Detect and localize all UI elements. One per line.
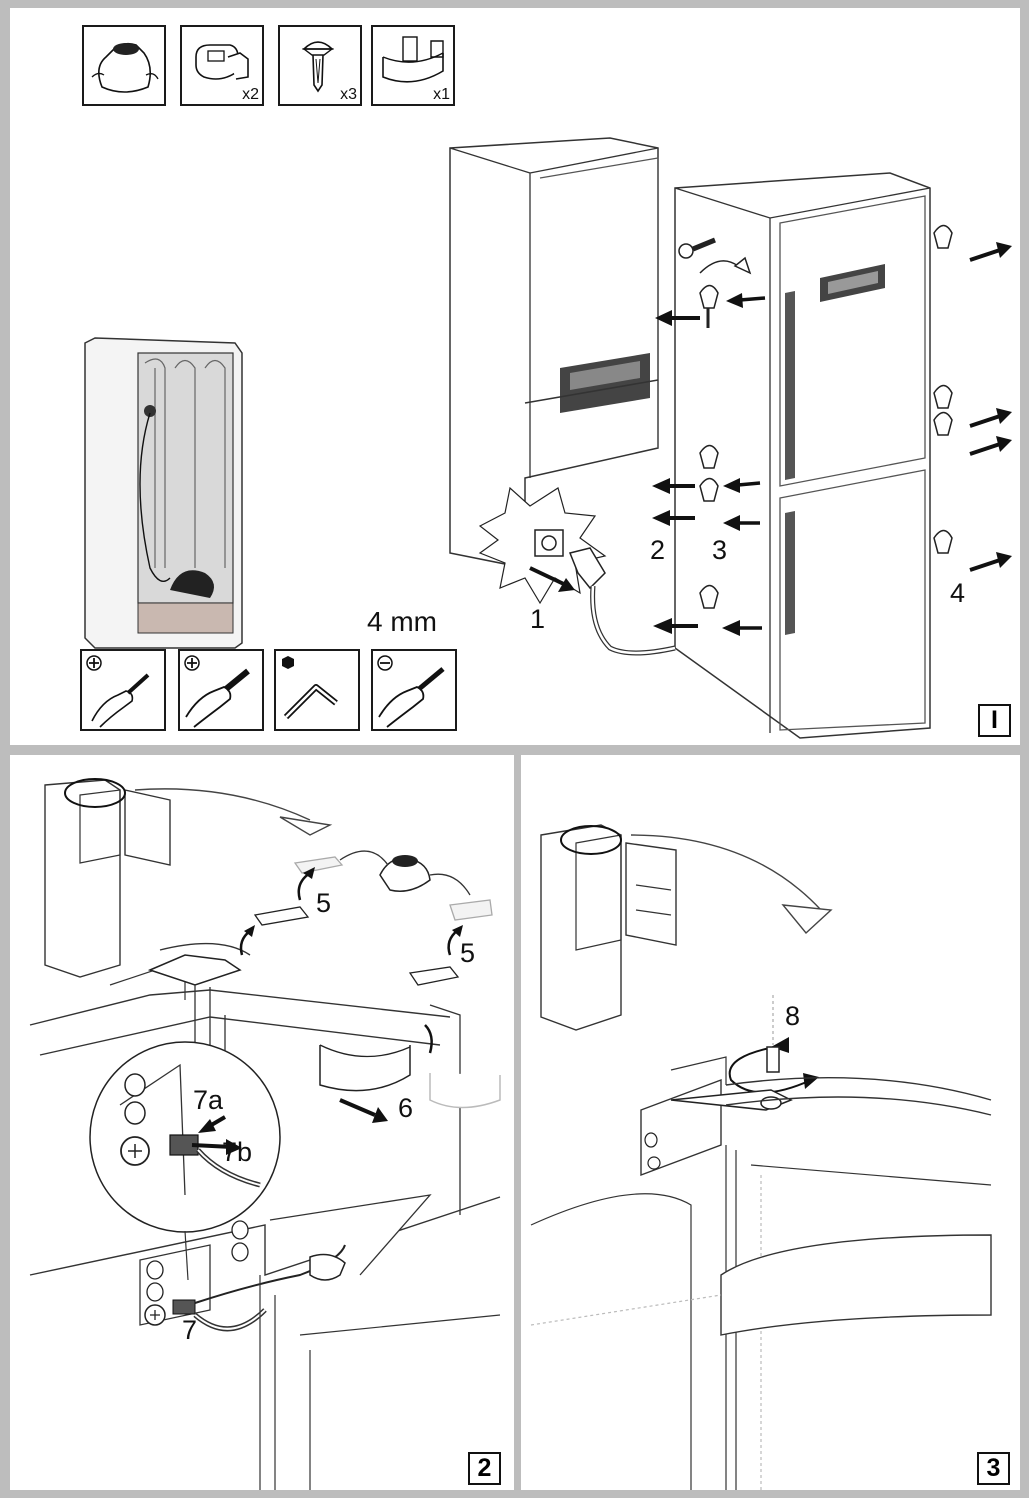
arrow-right-icon [969, 408, 1012, 428]
plug-bag-icon [91, 42, 159, 93]
screwdriver-icon [699, 444, 719, 502]
fridge-main [674, 172, 931, 739]
power-socket-unplug [478, 486, 676, 656]
panel-number: 2 [468, 1452, 501, 1485]
arrow-right-icon [969, 436, 1012, 456]
tool-box-hex-key [274, 649, 360, 731]
step-label-3: 3 [712, 535, 728, 565]
arrow-left-icon [723, 478, 761, 493]
panel-door-removal: x2 x3 x1 4 mm [10, 8, 1020, 745]
door-stop-bracket-icon [382, 36, 444, 83]
arrow-left-icon [722, 620, 762, 636]
step-label-4: 4 [950, 578, 966, 608]
screwdriver-icon [699, 584, 719, 609]
tool-box-phillips-large [178, 649, 264, 731]
screw-icon [678, 237, 716, 259]
flat-screwdriver-icon [377, 655, 445, 728]
fridge-thumbnail [44, 778, 333, 978]
step-label-7b: 7b [222, 1137, 253, 1167]
arrow-icon [239, 867, 463, 1123]
step-label-5a: 5 [316, 888, 332, 918]
arrow-left-icon [723, 515, 760, 531]
plastic-rivet-icon [301, 41, 335, 93]
lower-hinge-area [29, 1194, 501, 1490]
phillips-screwdriver-large-icon [184, 655, 250, 728]
part-box-door-stop: x1 [371, 25, 455, 106]
hex-allen-key-icon [282, 656, 338, 720]
tool-box-phillips-small [80, 649, 166, 731]
arrow-left-icon [726, 293, 766, 308]
panel2-artwork [29, 778, 501, 1490]
panel1-artwork [84, 137, 1012, 739]
screwdriver-icon [933, 224, 953, 554]
step-label-8: 8 [785, 1001, 801, 1031]
hinge-cover-clip-icon [195, 44, 249, 80]
panel-number: I [978, 704, 1011, 737]
arrow-left-icon [653, 618, 698, 634]
hinge-screws-arrows [652, 224, 1012, 636]
tool-box-flat-screwdriver [371, 649, 457, 731]
hinge-covers [253, 850, 493, 986]
fridge-thumbnail [540, 824, 833, 1031]
panel-hinge-pin: 8 3 [521, 755, 1020, 1490]
phillips-screwdriver-small-icon [86, 655, 150, 728]
part-box-hinge-cover: x2 [180, 25, 264, 106]
tool-size-label: 4 mm [367, 606, 437, 637]
step-label-6: 6 [398, 1093, 414, 1123]
fridge-rear-view [84, 337, 243, 649]
arrow-right-icon [969, 242, 1012, 262]
magnified-hinge-detail [89, 1041, 281, 1281]
screwdriver-icon [699, 284, 719, 328]
step-label-7: 7 [182, 1315, 198, 1345]
part-box-plug-bag [82, 25, 166, 106]
panel3-artwork [530, 824, 992, 1490]
panel-hinge-transfer: 5 5 6 7 7a 7b 2 [10, 755, 514, 1490]
hinge-pin-rotation [728, 995, 819, 1094]
door-stop-bracket [319, 1044, 501, 1109]
panel-number: 3 [977, 1452, 1010, 1485]
arrow-right-icon [969, 552, 1012, 572]
step-label-2: 2 [650, 535, 666, 565]
part-qty: x2 [242, 86, 259, 103]
part-qty: x1 [433, 86, 450, 103]
arrow-left-icon [655, 310, 700, 326]
arrow-left-icon [652, 510, 695, 526]
step-label-7a: 7a [193, 1085, 224, 1115]
arrow-left-icon [652, 478, 695, 494]
step-label-1: 1 [530, 604, 546, 634]
step-label-5b: 5 [460, 938, 476, 968]
part-qty: x3 [340, 86, 357, 103]
cabinet-top-hinge [530, 1056, 992, 1490]
part-box-rivet: x3 [278, 25, 362, 106]
fridge-background [449, 137, 659, 569]
